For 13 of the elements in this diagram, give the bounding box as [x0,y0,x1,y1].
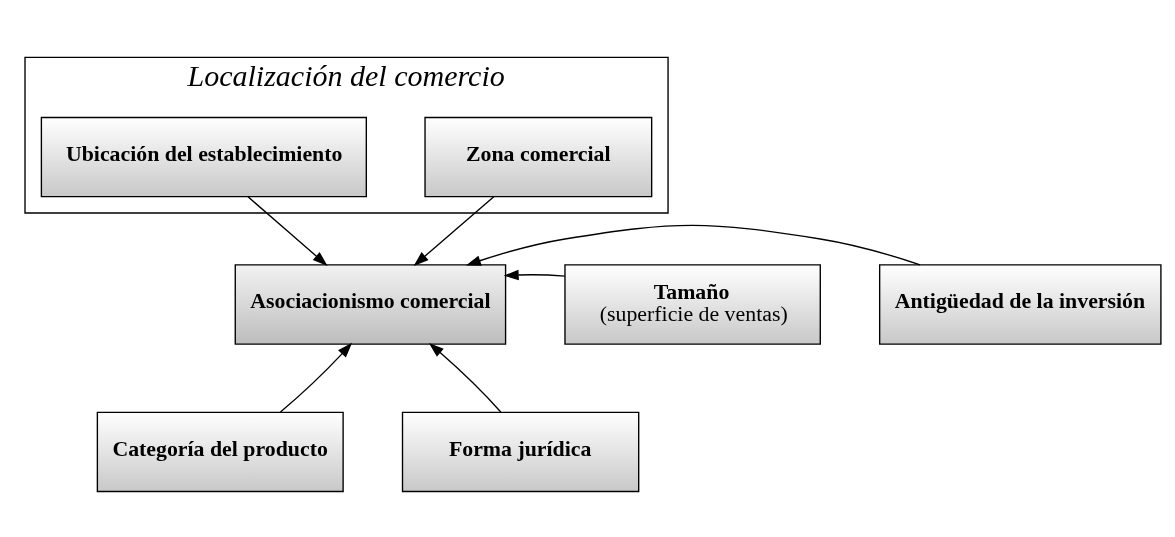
node-box: Asociacionismo comercial [234,263,507,345]
arrow [279,342,353,413]
arrow [503,269,566,280]
node-box: Forma jurídica [401,411,640,492]
arrow [428,342,502,413]
node-box: Categoría del producto [96,411,344,492]
arrow [413,195,495,266]
node-box: Zona comercial [424,116,653,197]
node-box: Ubicación del establecimiento [40,116,367,197]
arrow [247,195,328,266]
arrow [465,224,921,266]
node-box: Tamaño (superficie de ventas) [564,263,821,345]
node-box: Antigüedad de la inversión [879,263,1162,345]
